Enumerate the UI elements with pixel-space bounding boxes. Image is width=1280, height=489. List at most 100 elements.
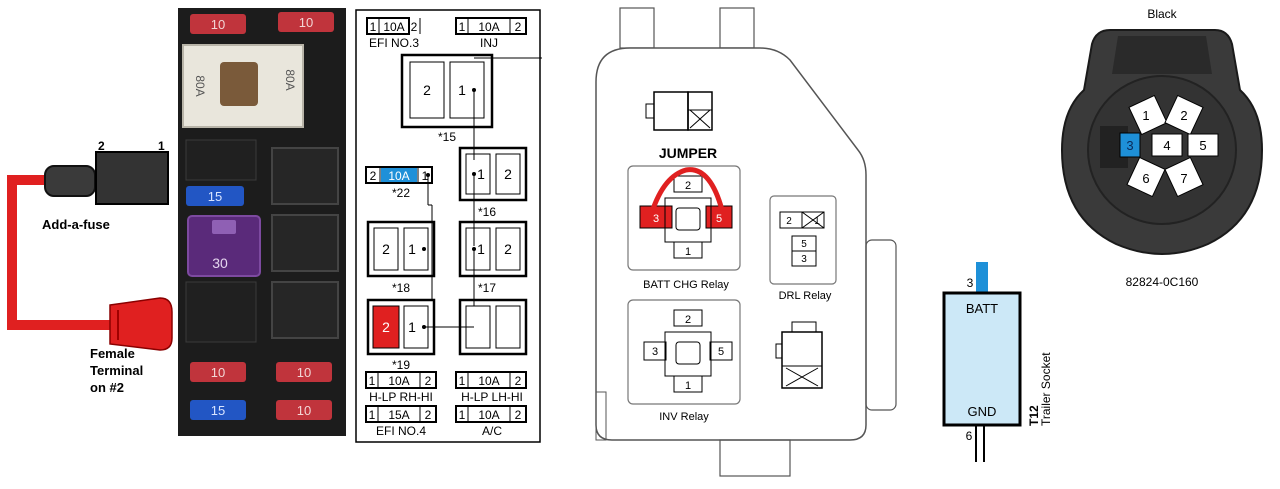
f22-pin2: 2	[370, 169, 377, 183]
r19-right: 1	[408, 319, 416, 335]
connector-pin-2: 2	[1180, 108, 1187, 123]
batt-chg-label: BATT CHG Relay	[643, 279, 729, 291]
socket-left-bottom	[185, 281, 257, 343]
fuse-bottom-red-left-label: 10	[211, 365, 225, 380]
fuse-bottom-red-right: 10	[276, 362, 332, 382]
trailer-code: T12	[1027, 405, 1041, 426]
relay-block-outline	[595, 47, 867, 441]
hlp-rh-label: H-LP RH-HI	[369, 390, 433, 404]
inv-pin-1: 1	[685, 380, 691, 392]
lower-connector	[775, 321, 823, 389]
pin-3-highlight	[1119, 132, 1141, 158]
connector-collar	[1112, 36, 1212, 74]
efi4-pin2: 2	[425, 408, 432, 422]
schematic-frame	[355, 9, 541, 443]
batt-pin-1: 1	[685, 246, 691, 258]
batt-pin-5: 5	[716, 213, 722, 225]
hlp-lh-pin1: 1	[459, 374, 466, 388]
fuse-efi-no3: 1 10A 2 EFI NO.3	[366, 17, 421, 50]
inv-pin-5: 5	[718, 346, 724, 358]
trailer-socket: 3 BATT GND 6 T12 Trailer Socket	[942, 262, 1053, 462]
connector-pin-7: 7	[1180, 171, 1187, 186]
female-label-1: Female	[90, 346, 135, 361]
connector-pin-7-body	[1164, 156, 1204, 198]
fuse-bottom-red-right2: 10	[276, 400, 332, 420]
hlp-lh-pin2: 2	[515, 374, 522, 388]
fuse-purple-30: 30	[187, 215, 261, 277]
r16-right: 2	[504, 166, 512, 182]
hlp-rh-rating: 10A	[388, 374, 409, 388]
fuse-purple-label: 30	[212, 255, 228, 271]
relay-17: 1 2 *17	[458, 220, 528, 295]
r17-label: *17	[478, 281, 496, 295]
trailer-pin-bottom: 6	[966, 429, 973, 443]
ac-pin1: 1	[459, 408, 466, 422]
fuse-blue-upper-label: 15	[208, 189, 222, 204]
drl-pin-3: 3	[801, 254, 807, 265]
socket-3	[271, 281, 339, 339]
drl-pin-2: 2	[786, 216, 792, 227]
r17-left: 1	[477, 241, 485, 257]
inj-pin2: 2	[515, 20, 522, 34]
r17-right: 2	[504, 241, 512, 257]
round-connector: Black 3 1 2 4 5 6 7 82824-0C160	[1060, 7, 1264, 289]
connector-color: Black	[1147, 7, 1177, 21]
inj-rating: 10A	[478, 20, 499, 34]
batt-pin-2: 2	[685, 180, 691, 192]
r18-right: 1	[408, 241, 416, 257]
add-a-fuse-body	[95, 151, 169, 205]
connector-pin-1-body	[1128, 94, 1168, 136]
add-a-fuse-pin-1: 1	[158, 139, 165, 153]
female-terminal	[109, 297, 173, 351]
drl-pin-5: 5	[801, 239, 807, 250]
trailer-gnd: GND	[968, 404, 997, 419]
inv-relay: 2 3 5 1 INV Relay	[627, 299, 741, 423]
inv-label: INV Relay	[659, 411, 709, 423]
r19-left: 2	[382, 319, 390, 335]
fuse-22: 2 10A 1 *22	[365, 166, 433, 200]
inj-pin1: 1	[459, 20, 466, 34]
r16-label: *16	[478, 205, 496, 219]
connector-pin-5-body	[1187, 133, 1219, 157]
socket-left-top	[185, 139, 257, 181]
f22-rating: 10A	[388, 169, 409, 183]
connector-pin-3: 3	[1126, 138, 1133, 153]
batt-pin-3: 3	[653, 213, 659, 225]
relay-18: 2 1 *18	[366, 220, 436, 295]
connector-pin-1: 1	[1142, 108, 1149, 123]
hlp-lh-label: H-LP LH-HI	[461, 390, 523, 404]
connector-pin-6-body	[1126, 156, 1166, 198]
jumper-wire	[649, 167, 725, 213]
side-latch	[865, 239, 897, 411]
fuse-top-left-label: 10	[211, 17, 225, 32]
female-label-2: Terminal	[90, 363, 143, 378]
connector-pin-5: 5	[1199, 138, 1206, 153]
r15-right: 1	[458, 82, 466, 98]
fuse-top-left: 10	[190, 14, 246, 34]
main-fuse-label-b: 80A	[283, 69, 297, 90]
fuse-hlp-lh-hi: 1 10A 2 H-LP LH-HI	[455, 371, 527, 404]
fuse-schematic: 1 10A 2 EFI NO.3 1 10A 2 INJ 2 1 *15	[355, 9, 542, 443]
trailer-blue-wire	[976, 262, 988, 294]
trailer-pin-top: 3	[967, 276, 974, 290]
drl-label: DRL Relay	[779, 290, 832, 302]
r15-left: 2	[423, 82, 431, 98]
fuse-box-photo: 10 10 80A 80A 15 30	[178, 8, 346, 436]
fuse-bottom-red-right2-label: 10	[297, 403, 311, 418]
connector-pin-4: 4	[1163, 138, 1170, 153]
hlp-rh-pin2: 2	[425, 374, 432, 388]
bottom-latch-left	[595, 391, 607, 441]
r19-label: *19	[392, 358, 410, 372]
trailer-body	[942, 291, 1022, 427]
hlp-rh-pin1: 1	[369, 374, 376, 388]
efi3-pin1: 1	[370, 20, 377, 34]
latch-top-left	[619, 7, 655, 49]
r18-left: 2	[382, 241, 390, 257]
jumper-label: JUMPER	[659, 145, 717, 161]
fuse-bottom-red-left: 10	[190, 362, 246, 382]
efi3-rating: 10A	[383, 20, 404, 34]
f22-label: *22	[392, 186, 410, 200]
bottom-latch	[719, 439, 791, 477]
top-connector	[645, 91, 713, 131]
